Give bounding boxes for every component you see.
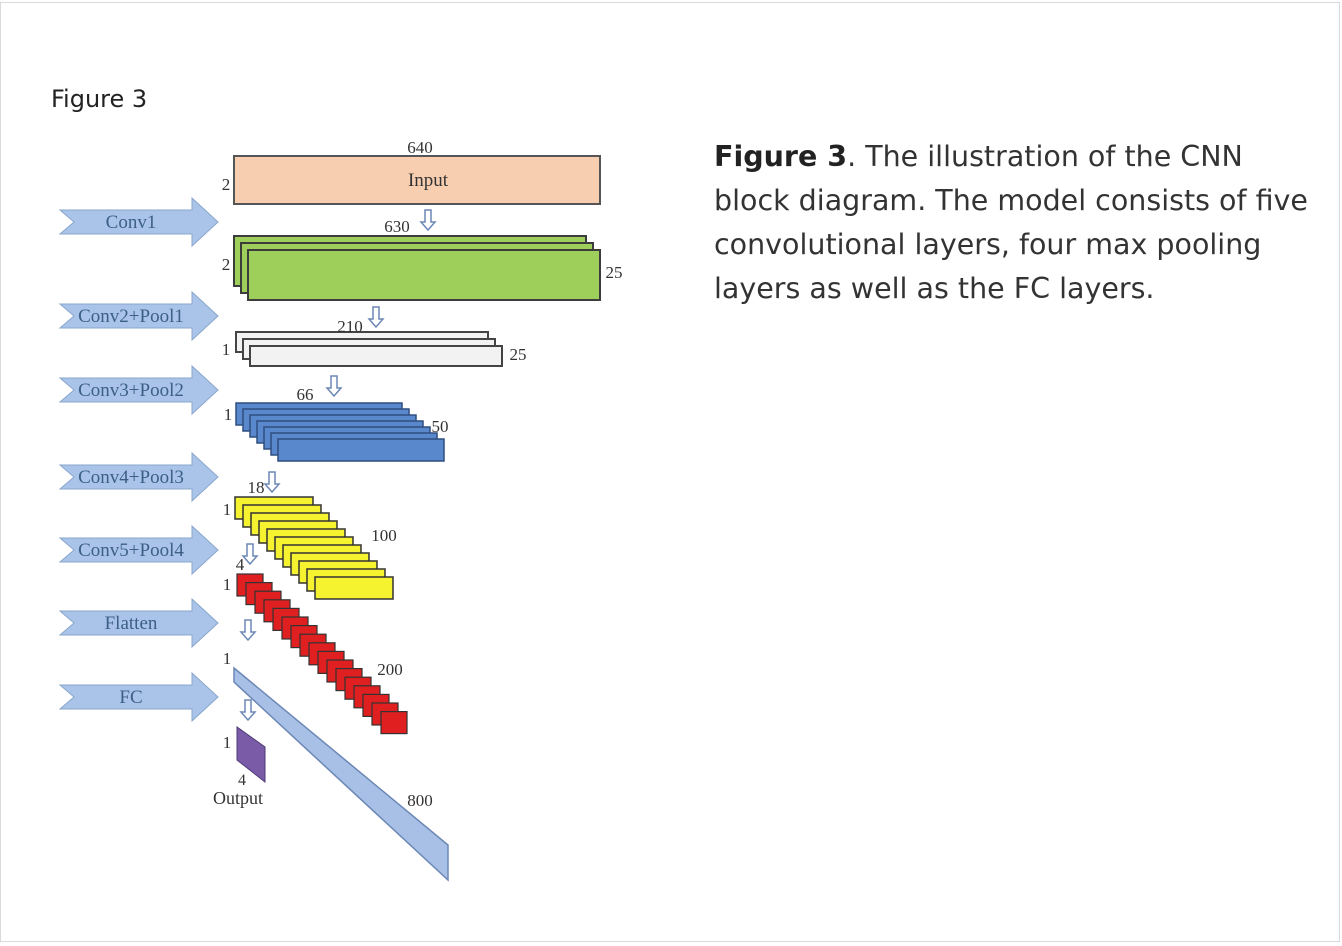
down-arrow-icon bbox=[325, 375, 343, 398]
stage-arrows: Conv1Conv2+Pool1Conv3+Pool2Conv4+Pool3Co… bbox=[58, 196, 219, 723]
conv3-width-label: 66 bbox=[297, 385, 314, 404]
conv5-width-label: 4 bbox=[236, 555, 245, 574]
output-label: Output bbox=[213, 788, 263, 808]
input-width-label: 640 bbox=[407, 138, 433, 157]
stage-arrow-conv1: Conv1 bbox=[58, 196, 219, 248]
conv1-height-label: 2 bbox=[222, 255, 231, 274]
flatten-length-label: 800 bbox=[407, 791, 433, 810]
conv3-height-label: 1 bbox=[224, 405, 233, 424]
conv4-height-label: 1 bbox=[223, 500, 232, 519]
stage-arrow-label: Conv1 bbox=[106, 212, 157, 233]
conv2-stack bbox=[235, 331, 503, 367]
stage-arrow-flatten: Flatten bbox=[58, 597, 219, 649]
conv1-depth-label: 25 bbox=[606, 263, 623, 282]
conv4-stack bbox=[234, 496, 394, 600]
conv1-stack bbox=[233, 235, 601, 301]
stage-arrow-label: Conv2+Pool1 bbox=[78, 306, 184, 327]
stage-arrow-label: Conv5+Pool4 bbox=[78, 540, 184, 561]
down-arrow-icon bbox=[239, 619, 257, 642]
stage-arrow-label: Conv3+Pool2 bbox=[78, 380, 184, 401]
conv1-feature-map bbox=[247, 249, 601, 301]
flatten-bar bbox=[233, 666, 449, 882]
conv4-width-label: 18 bbox=[248, 478, 265, 497]
down-arrow-icon bbox=[419, 209, 437, 232]
conv1-width-label: 630 bbox=[384, 217, 410, 236]
input-height-label: 2 bbox=[222, 175, 231, 194]
input-block: Input 640 2 bbox=[222, 138, 601, 205]
down-arrow-icon bbox=[241, 543, 259, 566]
conv3-depth-label: 50 bbox=[432, 417, 449, 436]
down-arrow-icon bbox=[367, 306, 385, 329]
stage-arrow-label: Conv4+Pool3 bbox=[78, 467, 184, 488]
stage-arrow-label: Flatten bbox=[105, 613, 158, 634]
conv5-depth-label: 200 bbox=[377, 660, 403, 679]
stage-arrow-conv5-pool4: Conv5+Pool4 bbox=[58, 524, 219, 576]
caption-text: . The illustration of the CNN block diag… bbox=[714, 140, 1308, 305]
conv2-height-label: 1 bbox=[222, 340, 231, 359]
down-arrow-icon bbox=[239, 699, 257, 722]
conv3-feature-map bbox=[277, 438, 445, 462]
stage-arrow-conv3-pool2: Conv3+Pool2 bbox=[58, 364, 219, 416]
conv2-feature-map bbox=[249, 345, 503, 367]
output-block bbox=[236, 726, 266, 784]
output-width-label: 4 bbox=[238, 772, 246, 789]
stage-arrow-fc: FC bbox=[58, 671, 219, 723]
down-arrow-icon bbox=[263, 471, 281, 494]
down-arrows bbox=[239, 209, 437, 722]
stage-arrow-conv2-pool1: Conv2+Pool1 bbox=[58, 290, 219, 342]
conv2-depth-label: 25 bbox=[510, 345, 527, 364]
conv5-height-label: 1 bbox=[223, 575, 232, 594]
output-height-label: 1 bbox=[223, 733, 232, 752]
conv5-feature-map bbox=[380, 710, 408, 735]
flatten-height-label: 1 bbox=[223, 649, 232, 668]
conv5-stack bbox=[236, 573, 408, 735]
caption-bold: Figure 3 bbox=[714, 140, 848, 173]
conv2-width-label: 210 bbox=[337, 317, 363, 336]
stage-arrow-label: FC bbox=[119, 687, 142, 708]
figure-caption: Figure 3. The illustration of the CNN bl… bbox=[714, 135, 1314, 311]
figure-label: Figure 3 bbox=[51, 85, 148, 113]
stage-arrow-conv4-pool3: Conv4+Pool3 bbox=[58, 451, 219, 503]
input-label: Input bbox=[408, 170, 449, 191]
conv4-depth-label: 100 bbox=[371, 526, 397, 545]
conv4-feature-map bbox=[314, 576, 394, 600]
conv3-stack bbox=[235, 402, 445, 462]
